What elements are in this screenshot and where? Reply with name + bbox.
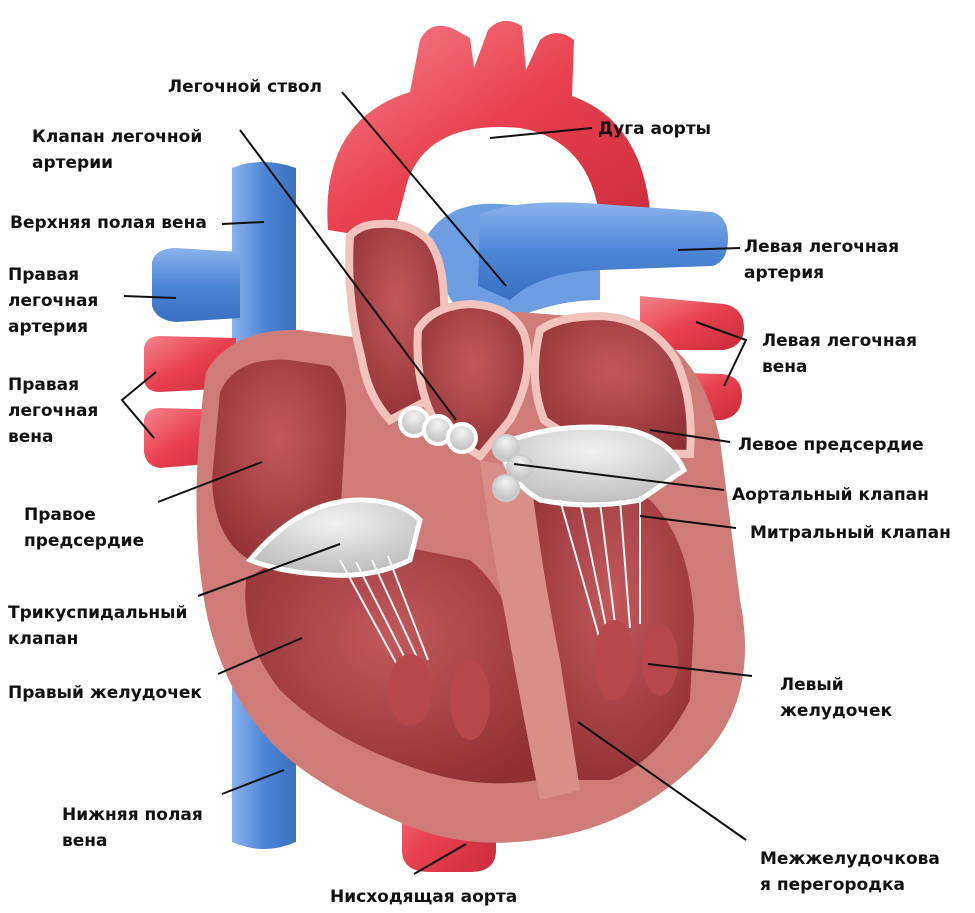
left-pulmonary-artery-vessel — [478, 202, 728, 300]
right-pulmonary-artery-vessel — [152, 248, 240, 322]
label-left-atrium: Левое предсердие — [738, 432, 924, 458]
label-left-pulmonary-vein: Левая легочная вена — [762, 328, 917, 380]
label-mitral-valve: Митральный клапан — [750, 520, 951, 546]
label-right-atrium: Правое предсердие — [24, 502, 144, 554]
label-pulmonary-valve: Клапан легочной артерии — [32, 124, 202, 176]
label-left-ventricle: Левый желудочек — [780, 672, 892, 724]
label-interventricular-septum: Межжелудочкова я перегородка — [760, 846, 940, 898]
label-right-ventricle: Правый желудочек — [8, 680, 202, 706]
label-tricuspid-valve: Трикуспидальный клапан — [8, 600, 187, 652]
label-left-pulmonary-artery: Левая легочная артерия — [744, 234, 899, 286]
label-aortic-arch: Дуга аорты — [598, 116, 711, 142]
label-aortic-valve: Аортальный клапан — [732, 482, 929, 508]
label-inferior-vena-cava: Нижняя полая вена — [62, 802, 203, 854]
label-right-pulmonary-vein: Правая легочная вена — [8, 372, 98, 450]
label-superior-vena-cava: Верхняя полая вена — [10, 210, 207, 236]
label-right-pulmonary-artery: Правая легочная артерия — [8, 262, 98, 340]
label-descending-aorta: Нисходящая аорта — [330, 884, 517, 910]
label-pulmonary-trunk: Легочной ствол — [168, 74, 322, 100]
